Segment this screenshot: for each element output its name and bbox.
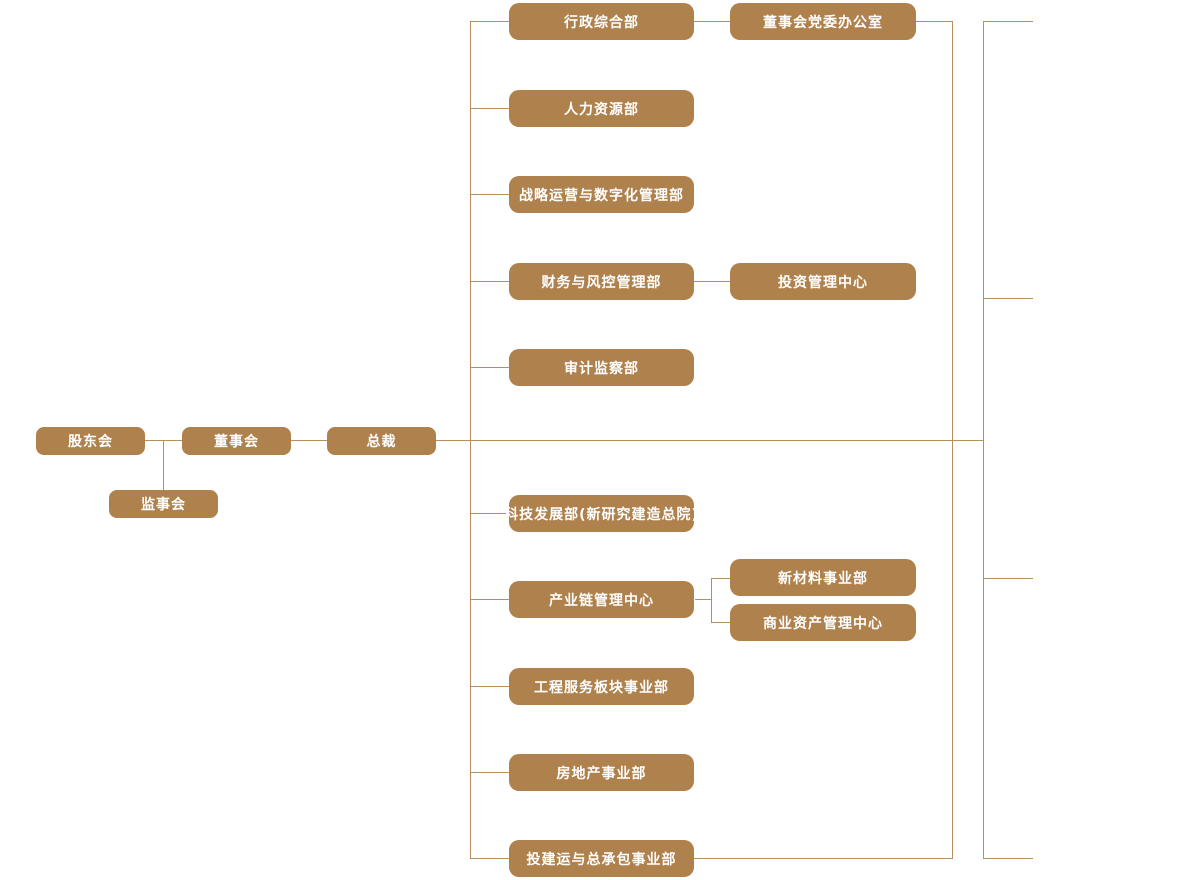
edge-party-office-right-vertical — [916, 21, 952, 22]
org-node-commercial-asset-center: 商业资产管理中心 — [730, 604, 916, 641]
org-node-board-party-committee-office: 董事会党委办公室 — [730, 3, 916, 40]
edge-trunk-audit — [470, 367, 509, 368]
stub-right-3 — [983, 578, 1033, 579]
org-node-president: 总裁 — [327, 427, 436, 455]
edge-trunk-admin-general — [470, 21, 509, 22]
stub-right-2 — [983, 298, 1033, 299]
edge-trunk-industry-chain — [470, 599, 509, 600]
org-node-finance-risk-dept: 财务与风控管理部 — [509, 263, 694, 300]
org-node-supervisory-board: 监事会 — [109, 490, 218, 518]
edge-invest-epc-right-vertical — [694, 858, 952, 859]
org-node-real-estate-div: 房地产事业部 — [509, 754, 694, 791]
org-node-board-of-directors: 董事会 — [182, 427, 291, 455]
edge-trunk-finance — [470, 281, 509, 282]
org-node-investment-mgmt-center: 投资管理中心 — [730, 263, 916, 300]
org-node-shareholders-meeting: 股东会 — [36, 427, 145, 455]
org-node-audit-supervision-dept: 审计监察部 — [509, 349, 694, 386]
org-node-hr-dept: 人力资源部 — [509, 90, 694, 127]
edge-trunk-invest-epc — [470, 858, 509, 859]
org-node-strategy-ops-digital-dept: 战略运营与数字化管理部 — [509, 176, 694, 213]
edge-branch-commercial-asset — [711, 622, 730, 623]
org-node-industry-chain-center: 产业链管理中心 — [509, 581, 694, 618]
org-node-engineering-services-div: 工程服务板块事业部 — [509, 668, 694, 705]
right-vertical-inner — [952, 21, 953, 859]
stub-right-1 — [983, 21, 1033, 22]
edge-drop-supervisory-board — [163, 440, 164, 490]
edge-admin-party-office — [694, 21, 730, 22]
stub-right-4 — [983, 858, 1033, 859]
edge-trunk-engineering — [470, 686, 509, 687]
right-vertical-outer — [983, 21, 984, 859]
org-node-admin-general-dept: 行政综合部 — [509, 3, 694, 40]
edge-trunk-hr — [470, 108, 509, 109]
org-node-new-materials-div: 新材料事业部 — [730, 559, 916, 596]
branch-industry-chain-vertical — [711, 578, 712, 623]
org-node-tech-dev-dept: 科技发展部(新研究建造总院) — [504, 495, 698, 532]
edge-industry-chain-branch — [695, 599, 711, 600]
edge-finance-investment — [694, 281, 730, 282]
edge-board-president — [291, 440, 327, 441]
edge-president-trunk — [436, 440, 983, 441]
edge-trunk-real-estate — [470, 772, 509, 773]
edge-trunk-tech-dev — [470, 513, 509, 514]
edge-branch-new-materials — [711, 578, 730, 579]
org-node-invest-build-epc-div: 投建运与总承包事业部 — [509, 840, 694, 877]
edge-trunk-strategy — [470, 194, 509, 195]
trunk-departments-vertical — [470, 21, 471, 858]
